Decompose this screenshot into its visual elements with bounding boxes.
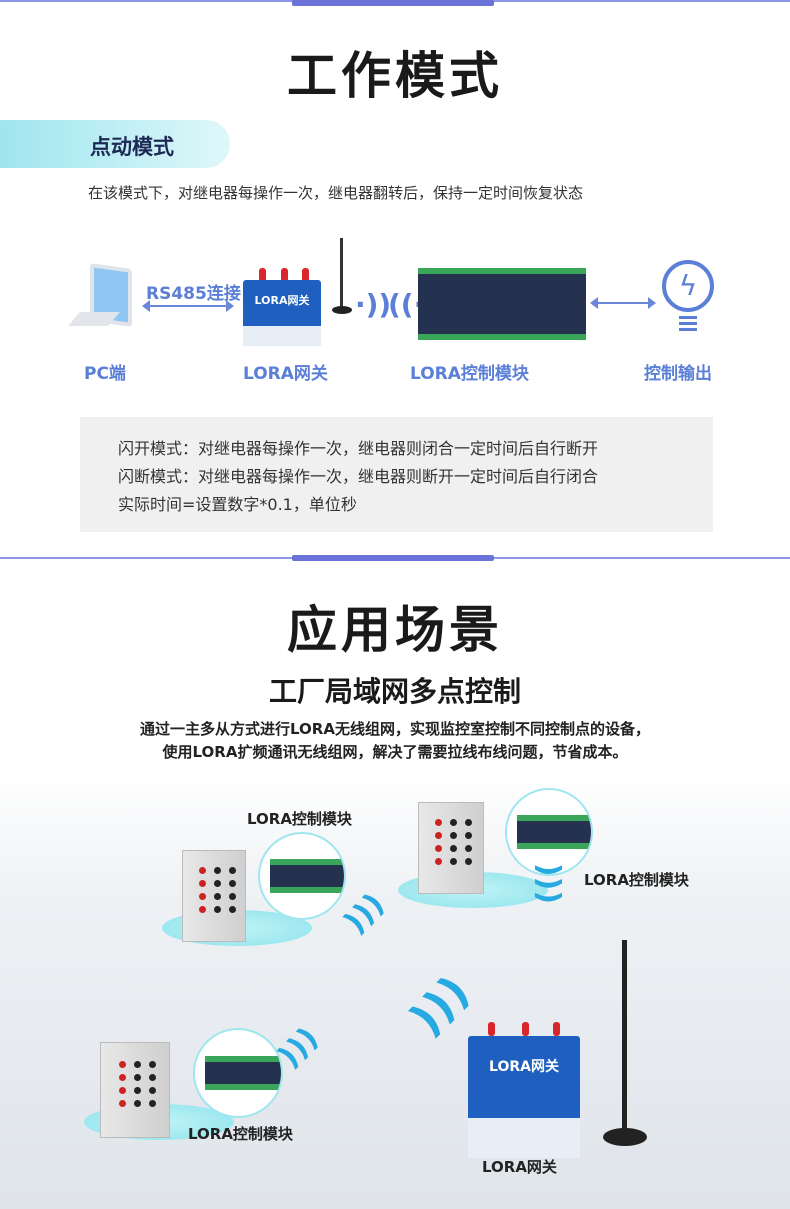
module-label-3: LORA控制模块 [188,1125,293,1143]
wireless-signal-icon: ·)) [355,288,392,321]
note-flash-close: 闪断模式：对继电器每操作一次，继电器则断开一定时间后自行闭合 [118,467,599,486]
gateway-label-lower: LORA网关 [482,1158,557,1176]
top-divider-bar [292,0,494,6]
note-flash-open: 闪开模式：对继电器每操作一次，继电器则闭合一定时间后自行断开 [118,439,599,458]
mode-notes-box: 闪开模式：对继电器每操作一次，继电器则闭合一定时间后自行断开 闪断模式：对继电器… [80,417,713,532]
gateway-label: LORA网关 [243,364,328,384]
mode-tab-label: 点动模式 [90,135,174,159]
scenario-description-2: 使用LORA扩频通讯无线组网，解决了需要拉线布线问题，节省成本。 [162,743,628,761]
section-title-work-mode: 工作模式 [287,47,503,105]
output-arrow [590,297,656,309]
section-divider-bar [292,555,494,561]
control-module-device [418,268,586,340]
link-arrow [142,300,234,312]
gateway-device-text: LORA网关 [254,294,310,307]
module-label: LORA控制模块 [410,364,529,384]
section-title-application: 应用场景 [287,601,503,659]
note-time: 实际时间=设置数字*0.1，单位秒 [118,495,357,514]
module-label-2: LORA控制模块 [584,871,689,889]
wifi-icon: ))) [531,862,567,905]
factory-background [0,770,790,1209]
mode-tab: 点动模式 [0,120,230,168]
module-label-1: LORA控制模块 [247,810,352,828]
pc-label: PC端 [84,364,126,384]
scenario-description-1: 通过一主多从方式进行LORA无线组网，实现监控室控制不同控制点的设备， [140,720,650,738]
output-label: 控制输出 [644,364,712,384]
scenario-subtitle: 工厂局域网多点控制 [268,675,521,708]
link-label: RS485连接 [146,284,241,304]
mode-description: 在该模式下，对继电器每操作一次，继电器翻转后，保持一定时间恢复状态 [88,184,584,202]
gateway-device-text-large: LORA网关 [489,1059,559,1075]
